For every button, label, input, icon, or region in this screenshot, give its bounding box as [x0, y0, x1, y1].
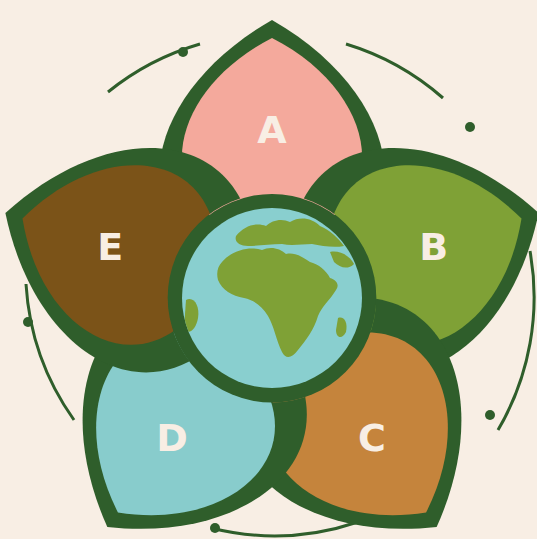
petal-letter: E	[97, 228, 123, 266]
petal-letter: C	[358, 419, 386, 457]
petal-letter: B	[419, 228, 448, 266]
petal-node: E	[0, 132, 225, 362]
petal-letter: A	[257, 111, 286, 149]
petal-letter: D	[156, 419, 188, 457]
